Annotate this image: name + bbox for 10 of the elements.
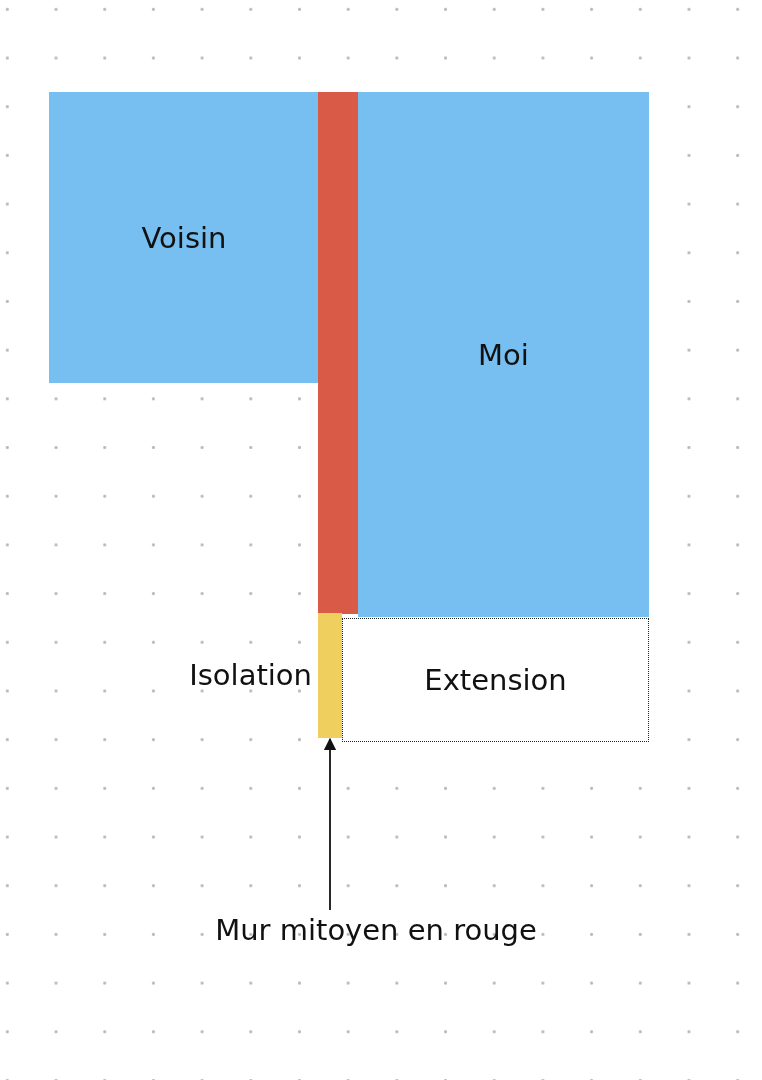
arrow [323, 737, 337, 911]
room-label: Voisin [141, 220, 227, 255]
part-label: Isolation [189, 658, 312, 692]
room-label: Moi [478, 337, 529, 372]
house-block [358, 92, 649, 617]
caption-text: Mur mitoyen en rouge [215, 913, 537, 947]
party-wall [318, 92, 358, 614]
neighbor-block [49, 92, 319, 383]
room-label: Extension [424, 663, 567, 697]
extension-outline [342, 618, 649, 742]
